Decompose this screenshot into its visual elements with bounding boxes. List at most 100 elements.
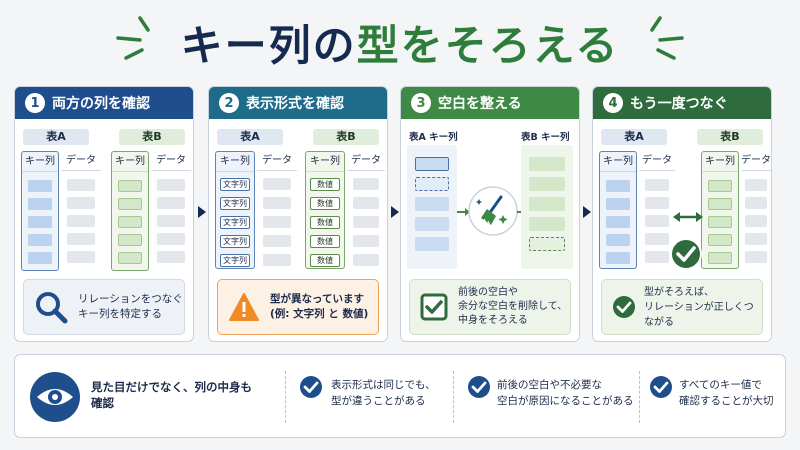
- cell: [28, 198, 52, 210]
- step-number-badge: 2: [219, 93, 239, 113]
- column-header: キー列: [600, 152, 636, 172]
- cell: [67, 251, 95, 263]
- cell: [606, 198, 630, 210]
- double-arrow-icon: [673, 212, 703, 222]
- step-panel-2: 2 表示形式を確認 表A 表B キー列 文字列 文字列 文字列 文字列 文字列 …: [208, 86, 388, 342]
- cell: [118, 216, 142, 228]
- cell: [745, 197, 767, 209]
- column-header: データ: [61, 151, 101, 171]
- type-tag: 数値: [310, 197, 340, 210]
- note-text: リレーションをつなぐ キー列を特定する: [78, 293, 183, 320]
- column-header: キー列: [22, 152, 58, 172]
- cell: [353, 178, 379, 190]
- cell: [157, 179, 185, 191]
- table-a-key-label: 表A キー列: [409, 132, 458, 143]
- cell: [745, 179, 767, 191]
- cell: [415, 217, 449, 231]
- cell: [28, 252, 52, 264]
- type-tag: 数値: [310, 216, 340, 229]
- step-header: 1 両方の列を確認: [15, 87, 193, 119]
- title-part-navy: キー列の: [180, 21, 357, 70]
- cell: [157, 233, 185, 245]
- divider: [453, 371, 454, 423]
- column-header: キー列: [702, 152, 738, 172]
- cell: [415, 237, 449, 251]
- arrow-right-icon: [457, 208, 470, 216]
- cell: [708, 252, 732, 264]
- data-column-a: データ: [61, 151, 101, 271]
- cell: [415, 197, 449, 211]
- cell: [263, 178, 291, 190]
- cell: [67, 179, 95, 191]
- key-column-b: キー列: [111, 151, 149, 271]
- check-circle-icon: [300, 376, 322, 398]
- table-b-label: 表B: [697, 129, 763, 145]
- cell: [645, 197, 669, 209]
- cell: [645, 215, 669, 227]
- key-column-a: キー列 文字列 文字列 文字列 文字列 文字列: [215, 151, 255, 269]
- data-column-a: データ: [257, 151, 297, 269]
- cell: [606, 216, 630, 228]
- summary-lead: 見た目だけでなく、列の中身も 確認: [91, 380, 252, 410]
- cell: [67, 215, 95, 227]
- table-b-key-label: 表B キー列: [521, 132, 570, 143]
- step-note: 型がそろえば、 リレーションが正しくつながる: [601, 279, 763, 335]
- cell: [745, 233, 767, 245]
- cell: [263, 197, 291, 209]
- cell: [118, 198, 142, 210]
- summary-box: 見た目だけでなく、列の中身も 確認 表示形式は同じでも、 型が違うことがある 前…: [14, 354, 786, 438]
- cell: [606, 234, 630, 246]
- cell: [28, 234, 52, 246]
- step-number-badge: 3: [411, 93, 431, 113]
- cell: [118, 234, 142, 246]
- cell: [263, 235, 291, 247]
- cell: [606, 180, 630, 192]
- cell: [529, 177, 565, 191]
- column-header: データ: [741, 151, 771, 171]
- table-a-label: 表A: [217, 129, 283, 145]
- cell: [606, 252, 630, 264]
- cell: [157, 197, 185, 209]
- type-tag: 数値: [310, 178, 340, 191]
- broom-cleanup-icon: [468, 186, 518, 236]
- divider: [285, 371, 286, 423]
- check-circle-icon: [650, 376, 672, 398]
- step-title: 表示形式を確認: [246, 96, 344, 112]
- step-title: もう一度つなぐ: [630, 96, 728, 112]
- step-panel-4: 4 もう一度つなぐ 表A 表B キー列 データ キー列 データ: [592, 86, 772, 342]
- cell: [353, 235, 379, 247]
- cell: [67, 233, 95, 245]
- cell: [529, 237, 565, 251]
- cell: [529, 217, 565, 231]
- step-number-badge: 1: [25, 93, 45, 113]
- check-circle-icon: [468, 376, 490, 398]
- note-text: 型がそろえば、 リレーションが正しくつながる: [644, 286, 754, 328]
- key-column-a: キー列: [21, 151, 59, 271]
- cell: [745, 251, 767, 263]
- table-a-label: 表A: [23, 129, 89, 145]
- cell: [263, 216, 291, 228]
- cell: [263, 254, 291, 266]
- warning-icon: [229, 293, 259, 321]
- cell: [118, 180, 142, 192]
- cell: [28, 216, 52, 228]
- step-panel-1: 1 両方の列を確認 表A 表B キー列 データ キー列 データ: [14, 86, 194, 342]
- key-column-a: [407, 145, 457, 269]
- cell: [353, 216, 379, 228]
- burst-right-icon: [650, 16, 684, 60]
- type-tag: 文字列: [220, 197, 250, 210]
- step-header: 2 表示形式を確認: [209, 87, 387, 119]
- cell: [529, 157, 565, 171]
- note-text: 型が異なっています (例: 文字列 と 数値): [270, 293, 369, 320]
- check-box-icon: [420, 293, 448, 321]
- cell: [157, 251, 185, 263]
- cell: [415, 157, 449, 171]
- check-circle-icon: [613, 296, 635, 318]
- cell: [645, 233, 669, 245]
- eye-icon: [30, 372, 80, 422]
- key-column-a: キー列: [599, 151, 637, 269]
- key-column-b: [521, 145, 573, 269]
- summary-point: 表示形式は同じでも、 型が違うことがある: [331, 379, 436, 407]
- summary-point: すべてのキー値で 確認することが大切: [679, 379, 774, 407]
- chevron-right-icon: [583, 206, 591, 218]
